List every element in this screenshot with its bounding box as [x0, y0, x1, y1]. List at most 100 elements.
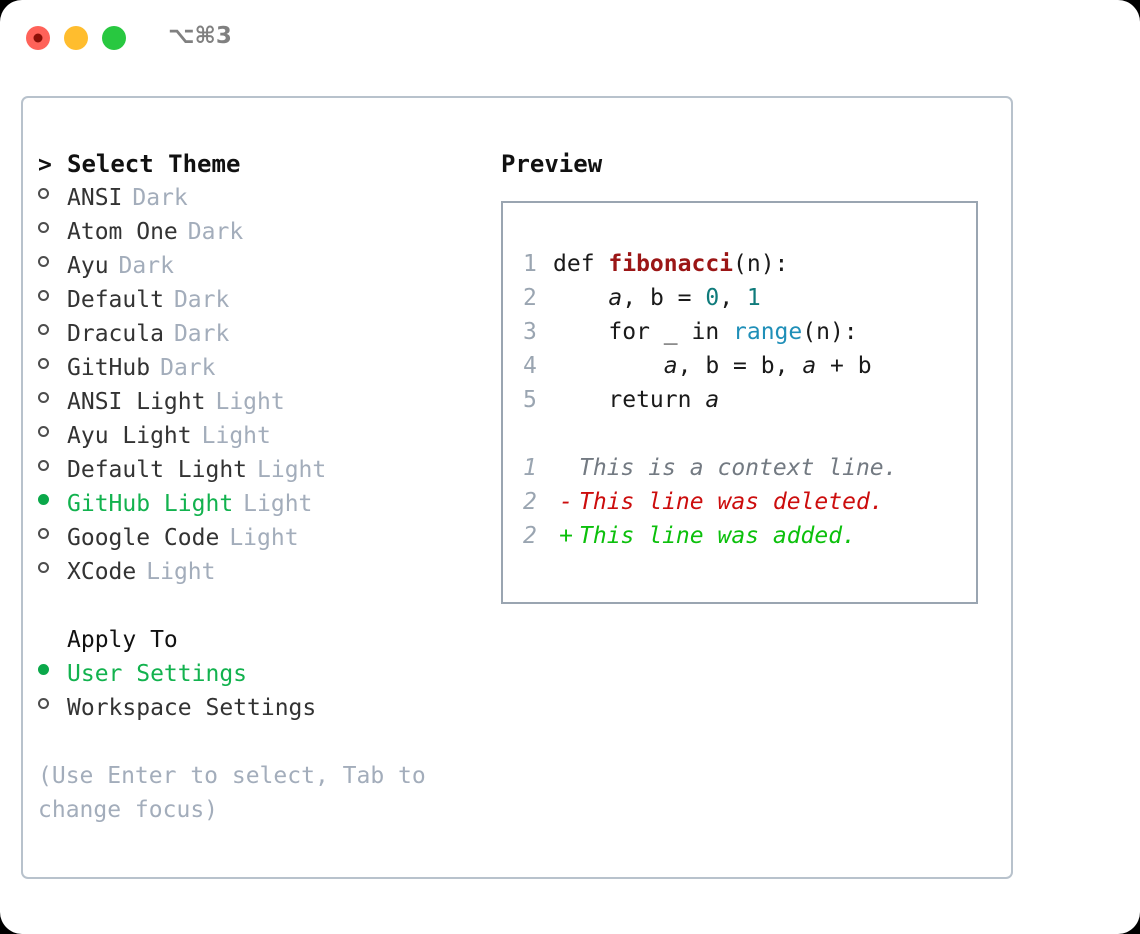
- preview-column: Preview 1 def fibonacci(n):2 a, b = 0, 1 3…: [501, 147, 1001, 604]
- zoom-window-icon[interactable]: [102, 26, 126, 50]
- theme-name: ANSI Light: [67, 389, 206, 415]
- code-line: 1 def fibonacci(n):: [523, 247, 970, 281]
- diff-line-number: 2: [523, 523, 537, 549]
- code-token-plain: return: [553, 387, 706, 413]
- code-token-plain: (n):: [733, 251, 789, 277]
- code-line-number: 5: [523, 387, 537, 413]
- code-token-var: a: [705, 387, 720, 413]
- theme-kind-badge: Light: [146, 559, 216, 585]
- code-token-plain: b: [705, 353, 720, 379]
- theme-kind-badge: Dark: [160, 355, 216, 381]
- code-token-plain: b: [649, 285, 664, 311]
- code-token-plain: b: [760, 353, 775, 379]
- theme-list-item[interactable]: Default Dark: [38, 283, 488, 317]
- radio-circle: [38, 290, 49, 301]
- code-token-plain: =: [663, 285, 706, 311]
- radio-circle: [38, 188, 49, 199]
- diff-sign: [553, 451, 579, 485]
- theme-name: Default: [67, 287, 164, 313]
- apply-to-option[interactable]: User Settings: [38, 657, 488, 691]
- theme-list-item[interactable]: Default Light Light: [38, 453, 488, 487]
- theme-list-item[interactable]: Atom One Dark: [38, 215, 488, 249]
- code-token-plain: ,: [622, 285, 650, 311]
- preview-box: 1 def fibonacci(n):2 a, b = 0, 1 3 for _ i…: [501, 201, 978, 604]
- theme-kind-badge: Dark: [187, 219, 244, 245]
- preview-title: Preview: [501, 150, 603, 178]
- radio-circle: [38, 426, 49, 437]
- page-title: Select Theme: [67, 150, 241, 178]
- theme-kind-badge: Light: [201, 423, 271, 449]
- code-token-plain: =: [719, 353, 761, 379]
- apply-to-header: Apply To: [38, 623, 488, 657]
- code-token-num: 0: [705, 285, 720, 311]
- diff-line-text: This line was deleted.: [579, 489, 884, 515]
- theme-name: Atom One: [67, 219, 178, 245]
- theme-list-item[interactable]: XCode Light: [38, 555, 488, 589]
- code-line-number: 4: [523, 353, 537, 379]
- theme-name: GitHub Light: [67, 491, 234, 517]
- code-line: 4 a, b = b, a + b: [523, 349, 970, 383]
- theme-name: Default Light: [67, 457, 248, 483]
- theme-list-item[interactable]: GitHub Dark: [38, 351, 488, 385]
- radio-circle: [38, 392, 49, 403]
- close-window-icon[interactable]: [26, 26, 50, 50]
- title-bar: ⌥⌘3: [0, 0, 1140, 78]
- apply-to-option[interactable]: Workspace Settings: [38, 691, 488, 725]
- code-token-var: a: [663, 353, 678, 379]
- theme-kind-badge: Light: [257, 457, 327, 483]
- code-token-plain: +: [816, 353, 858, 379]
- theme-kind-badge: Dark: [173, 287, 230, 313]
- diff-sign: -: [559, 489, 573, 515]
- code-line: 2 a, b = 0, 1: [523, 281, 970, 315]
- code-token-plain: [553, 285, 608, 311]
- diff-line-deleted: 2-This line was deleted.: [523, 485, 970, 519]
- code-token-plain: def: [553, 251, 609, 277]
- code-line-number: 1: [523, 251, 537, 277]
- theme-name: Dracula: [67, 321, 164, 347]
- code-token-plain: ,: [774, 353, 803, 379]
- theme-name: Ayu: [67, 253, 109, 279]
- apply-to-label: Apply To: [67, 627, 178, 653]
- code-token-var: a: [608, 285, 623, 311]
- code-line-number: 3: [523, 319, 537, 345]
- keyboard-hint-text: (Use Enter to select, Tab to change focu…: [38, 763, 426, 823]
- code-line-content: return a: [553, 383, 719, 417]
- diff-line-text: This line was added.: [579, 523, 856, 549]
- radio-circle: [38, 324, 49, 335]
- code-sample: 1 def fibonacci(n):2 a, b = 0, 1 3 for _ i…: [523, 247, 970, 553]
- code-line-content: def fibonacci(n):: [553, 247, 788, 281]
- theme-name: XCode: [67, 559, 137, 585]
- caret-icon: >: [38, 152, 52, 178]
- minimize-window-icon[interactable]: [64, 26, 88, 50]
- code-token-plain: b: [857, 353, 872, 379]
- code-line-content: for _ in range(n):: [553, 315, 858, 349]
- code-lines: 1 def fibonacci(n):2 a, b = 0, 1 3 for _ i…: [523, 247, 970, 417]
- code-token-var: a: [802, 353, 817, 379]
- radio-circle: [38, 256, 49, 267]
- code-token-plain: (n):: [802, 319, 858, 345]
- radio-circle: [38, 358, 49, 369]
- theme-select-header: > Select Theme: [38, 147, 488, 181]
- radio-circle: [38, 698, 49, 709]
- code-diff-spacer: [523, 417, 970, 451]
- theme-kind-badge: Light: [243, 491, 313, 517]
- radio-circle: [38, 562, 49, 573]
- code-line: 5 return a: [523, 383, 970, 417]
- diff-lines: 1 This is a context line.2-This line was…: [523, 451, 970, 553]
- traffic-light-buttons: [26, 26, 126, 50]
- theme-list-item[interactable]: GitHub Light Light: [38, 487, 488, 521]
- radio-circle: [38, 528, 49, 539]
- theme-name: GitHub: [67, 355, 151, 381]
- list-spacer: [38, 589, 488, 623]
- theme-list-item[interactable]: ANSI Light Light: [38, 385, 488, 419]
- theme-kind-badge: Light: [215, 389, 285, 415]
